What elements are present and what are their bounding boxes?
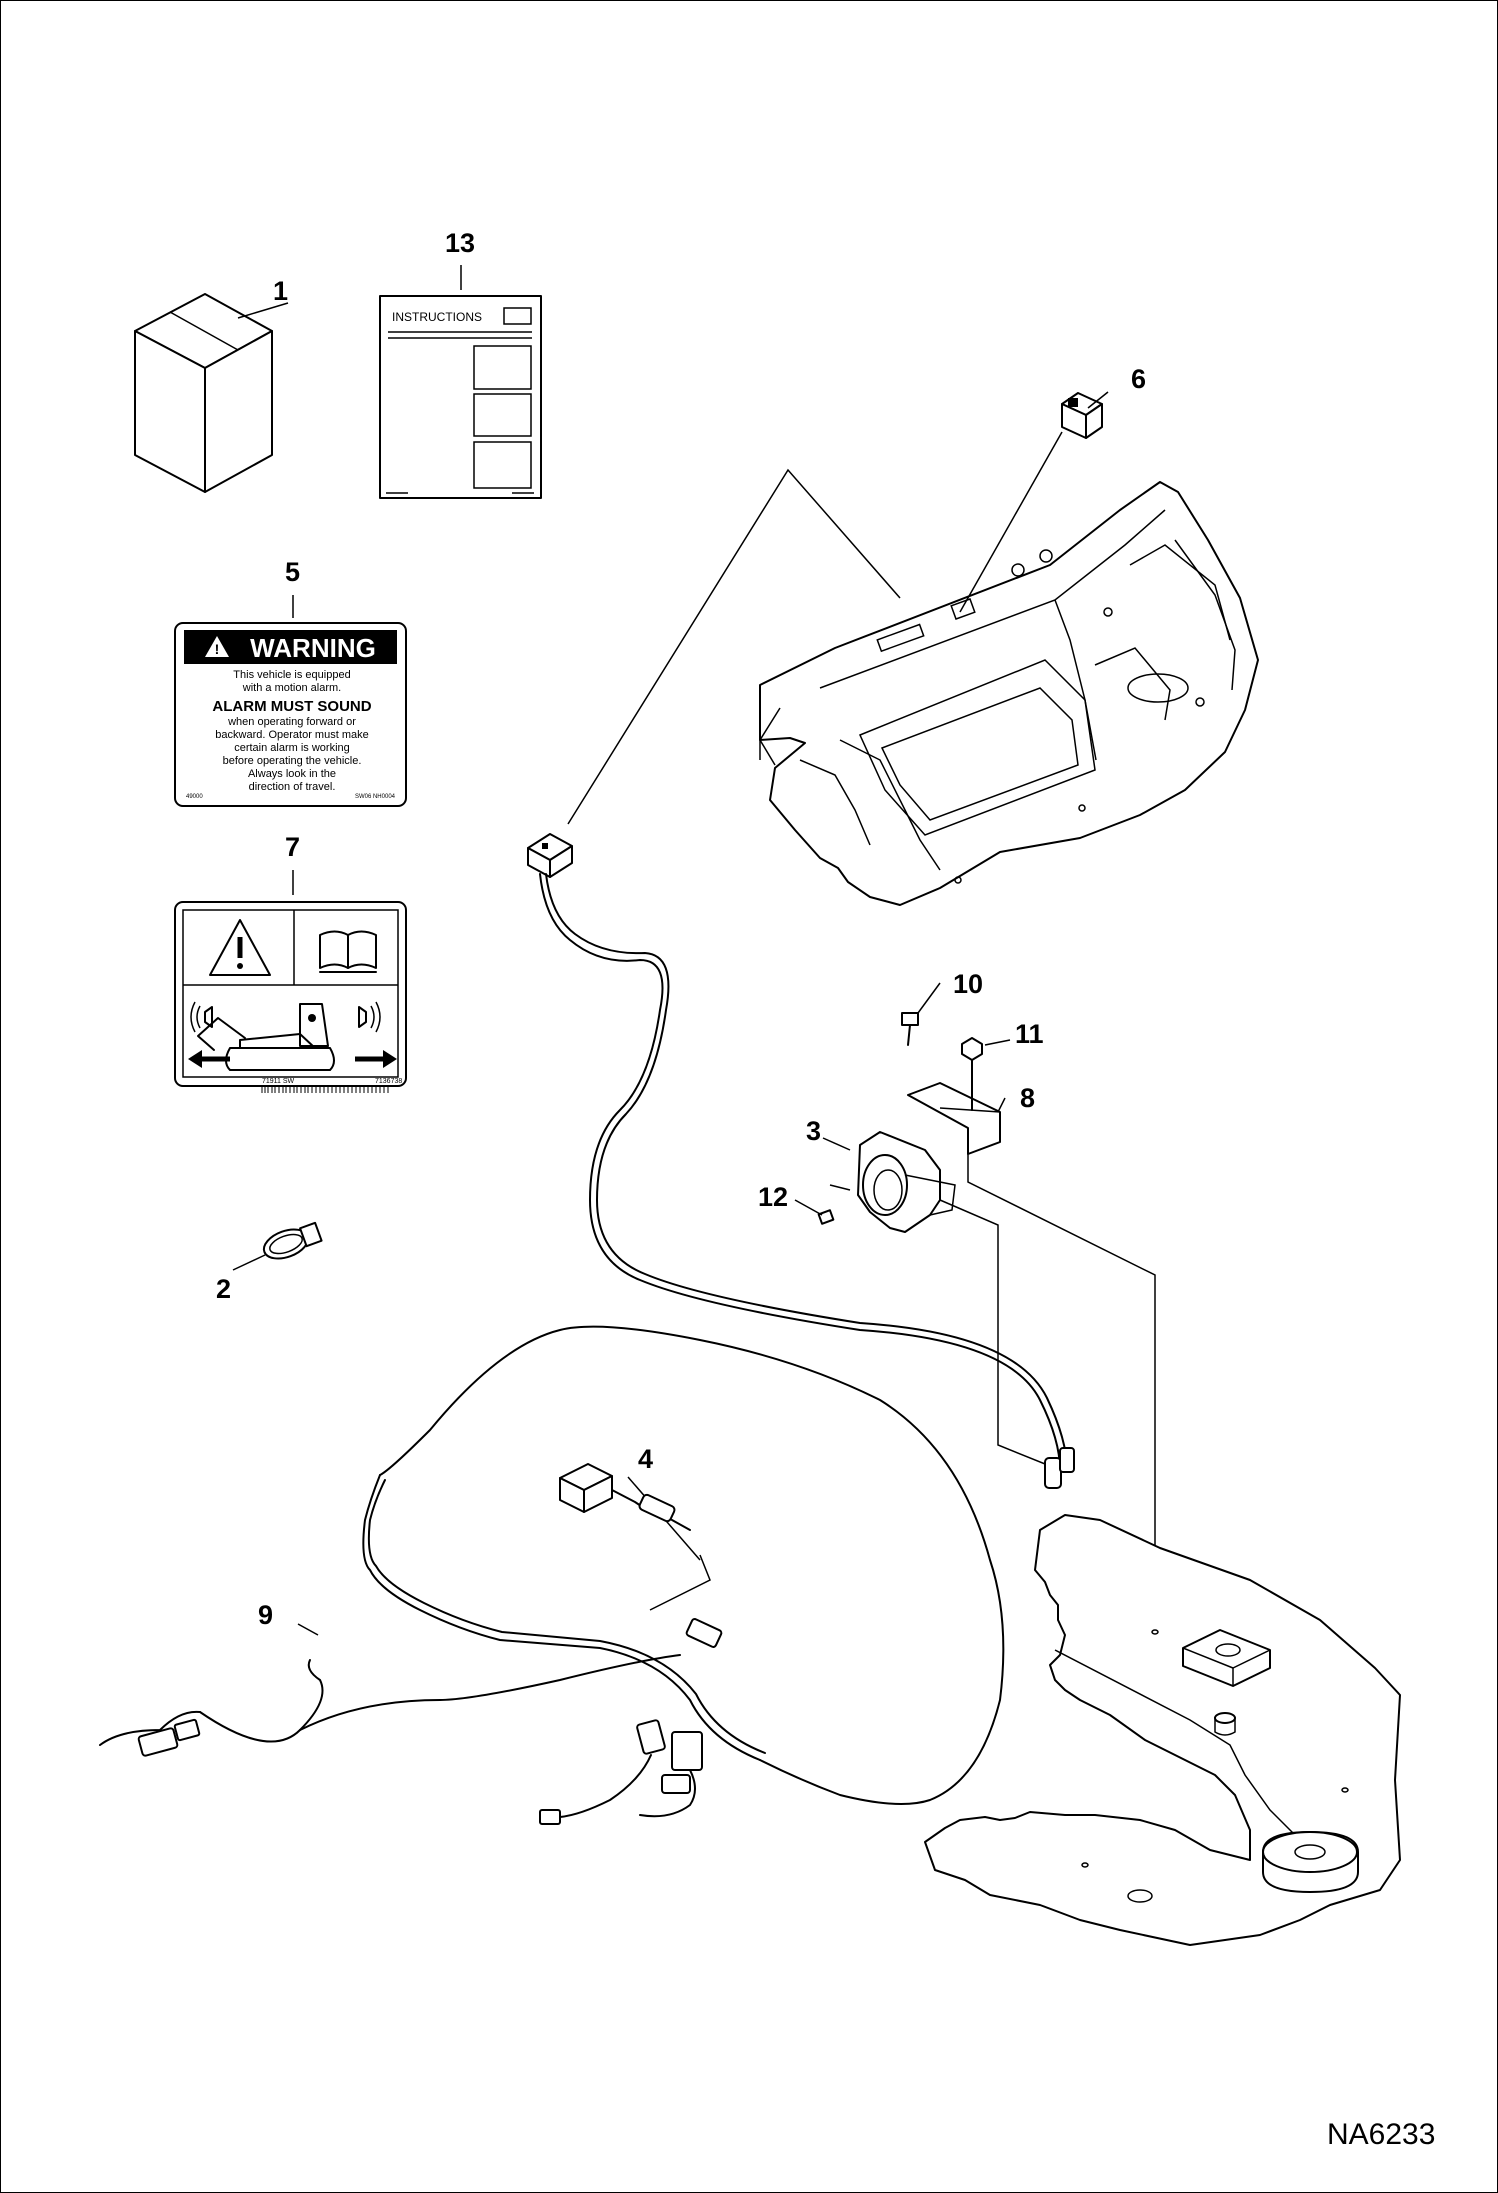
warning-line7: Always look in the — [248, 768, 336, 780]
warning-line8: direction of travel. — [249, 781, 336, 793]
part-1-kit-box — [134, 293, 273, 493]
warning-header: WARNING — [250, 633, 376, 663]
callout-5: 5 — [285, 557, 300, 587]
pictorial-code-left: 71911 SW — [262, 1078, 295, 1085]
part-10-bolt — [901, 1012, 919, 1046]
callout-3: 3 — [806, 1116, 821, 1146]
svg-text:!: ! — [215, 641, 220, 657]
leader-harness-console — [567, 468, 901, 825]
warning-line1: This vehicle is equipped — [233, 669, 350, 681]
manual-book-icon — [319, 930, 377, 973]
part-3-back-up-alarm — [829, 1131, 956, 1233]
callout-7: 7 — [285, 832, 300, 862]
part-13-instruction-sheet: INSTRUCTIONS — [379, 295, 542, 499]
warning-code-right: SW06 NH0004 — [355, 794, 396, 800]
instructions-title: INSTRUCTIONS — [392, 310, 482, 324]
barcode — [261, 1087, 389, 1093]
callout-10: 10 — [953, 969, 983, 999]
harness-connectors-lower — [137, 1447, 1075, 1825]
sound-left-icon — [190, 1001, 213, 1033]
part-6-switch — [1061, 392, 1103, 439]
part-7-pictorial-decal: 71911 SW 7136738 — [174, 901, 407, 1093]
caution-triangle-icon — [209, 919, 271, 976]
warning-line2: with a motion alarm. — [242, 682, 341, 694]
leader-6 — [959, 431, 1063, 613]
warning-line5: certain alarm is working — [234, 742, 350, 754]
pictorial-code-right: 7136738 — [375, 1078, 402, 1085]
warning-code-left: 49000 — [186, 794, 203, 800]
part-11-bolt — [961, 1037, 983, 1111]
sound-right-icon — [358, 1001, 381, 1033]
callout-8: 8 — [1020, 1083, 1035, 1113]
callout-1: 1 — [273, 276, 288, 306]
callout-2: 2 — [216, 1274, 231, 1304]
part-9-wire-harness — [99, 873, 1068, 1805]
callout-12: 12 — [758, 1182, 788, 1212]
part-4-connector — [559, 1463, 691, 1531]
callout-labels: 1 2 3 4 5 6 7 8 9 10 11 12 13 — [216, 228, 1146, 1630]
warning-line6: before operating the vehicle. — [223, 755, 362, 767]
console-housing — [759, 481, 1259, 906]
warning-line4: backward. Operator must make — [215, 729, 368, 741]
leader-lines — [232, 265, 1156, 1636]
warning-emphasis: ALARM MUST SOUND — [212, 698, 371, 715]
arrow-right-icon — [355, 1050, 397, 1068]
drawing-code: NA6233 — [1327, 2118, 1435, 2151]
harness-connector-upper — [527, 833, 573, 878]
callout-9: 9 — [258, 1600, 273, 1630]
arrow-left-icon — [188, 1050, 230, 1068]
part-2-cable-clip — [262, 1221, 323, 1260]
part-5-warning-decal: ! WARNING This vehicle is equipped with … — [174, 622, 407, 807]
callout-11: 11 — [1015, 1019, 1044, 1049]
warning-line3: when operating forward or — [227, 716, 356, 728]
callout-13: 13 — [445, 228, 475, 258]
callout-4: 4 — [638, 1444, 653, 1474]
floor-plate — [924, 1514, 1401, 1946]
part-12-nut — [817, 1209, 835, 1225]
callout-6: 6 — [1131, 364, 1146, 394]
part-8-bracket — [907, 1082, 1001, 1155]
